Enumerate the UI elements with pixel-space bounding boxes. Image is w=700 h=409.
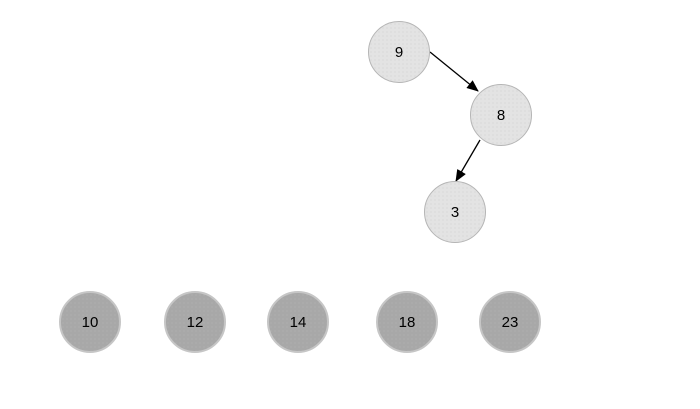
list-node: 14 (267, 291, 329, 353)
tree-node: 9 (368, 21, 430, 83)
node-label: 18 (398, 313, 416, 331)
list-node: 10 (59, 291, 121, 353)
node-label: 12 (186, 313, 204, 331)
tree-node: 3 (424, 181, 486, 243)
node-label: 9 (394, 43, 404, 61)
edge-arrow (429, 51, 479, 92)
edge-arrow (455, 139, 481, 182)
node-label: 14 (289, 313, 307, 331)
node-label: 10 (81, 313, 99, 331)
node-label: 3 (450, 203, 460, 221)
list-node: 23 (479, 291, 541, 353)
node-label: 23 (501, 313, 519, 331)
list-node: 12 (164, 291, 226, 353)
tree-node: 8 (470, 84, 532, 146)
node-label: 8 (496, 106, 506, 124)
list-node: 18 (376, 291, 438, 353)
